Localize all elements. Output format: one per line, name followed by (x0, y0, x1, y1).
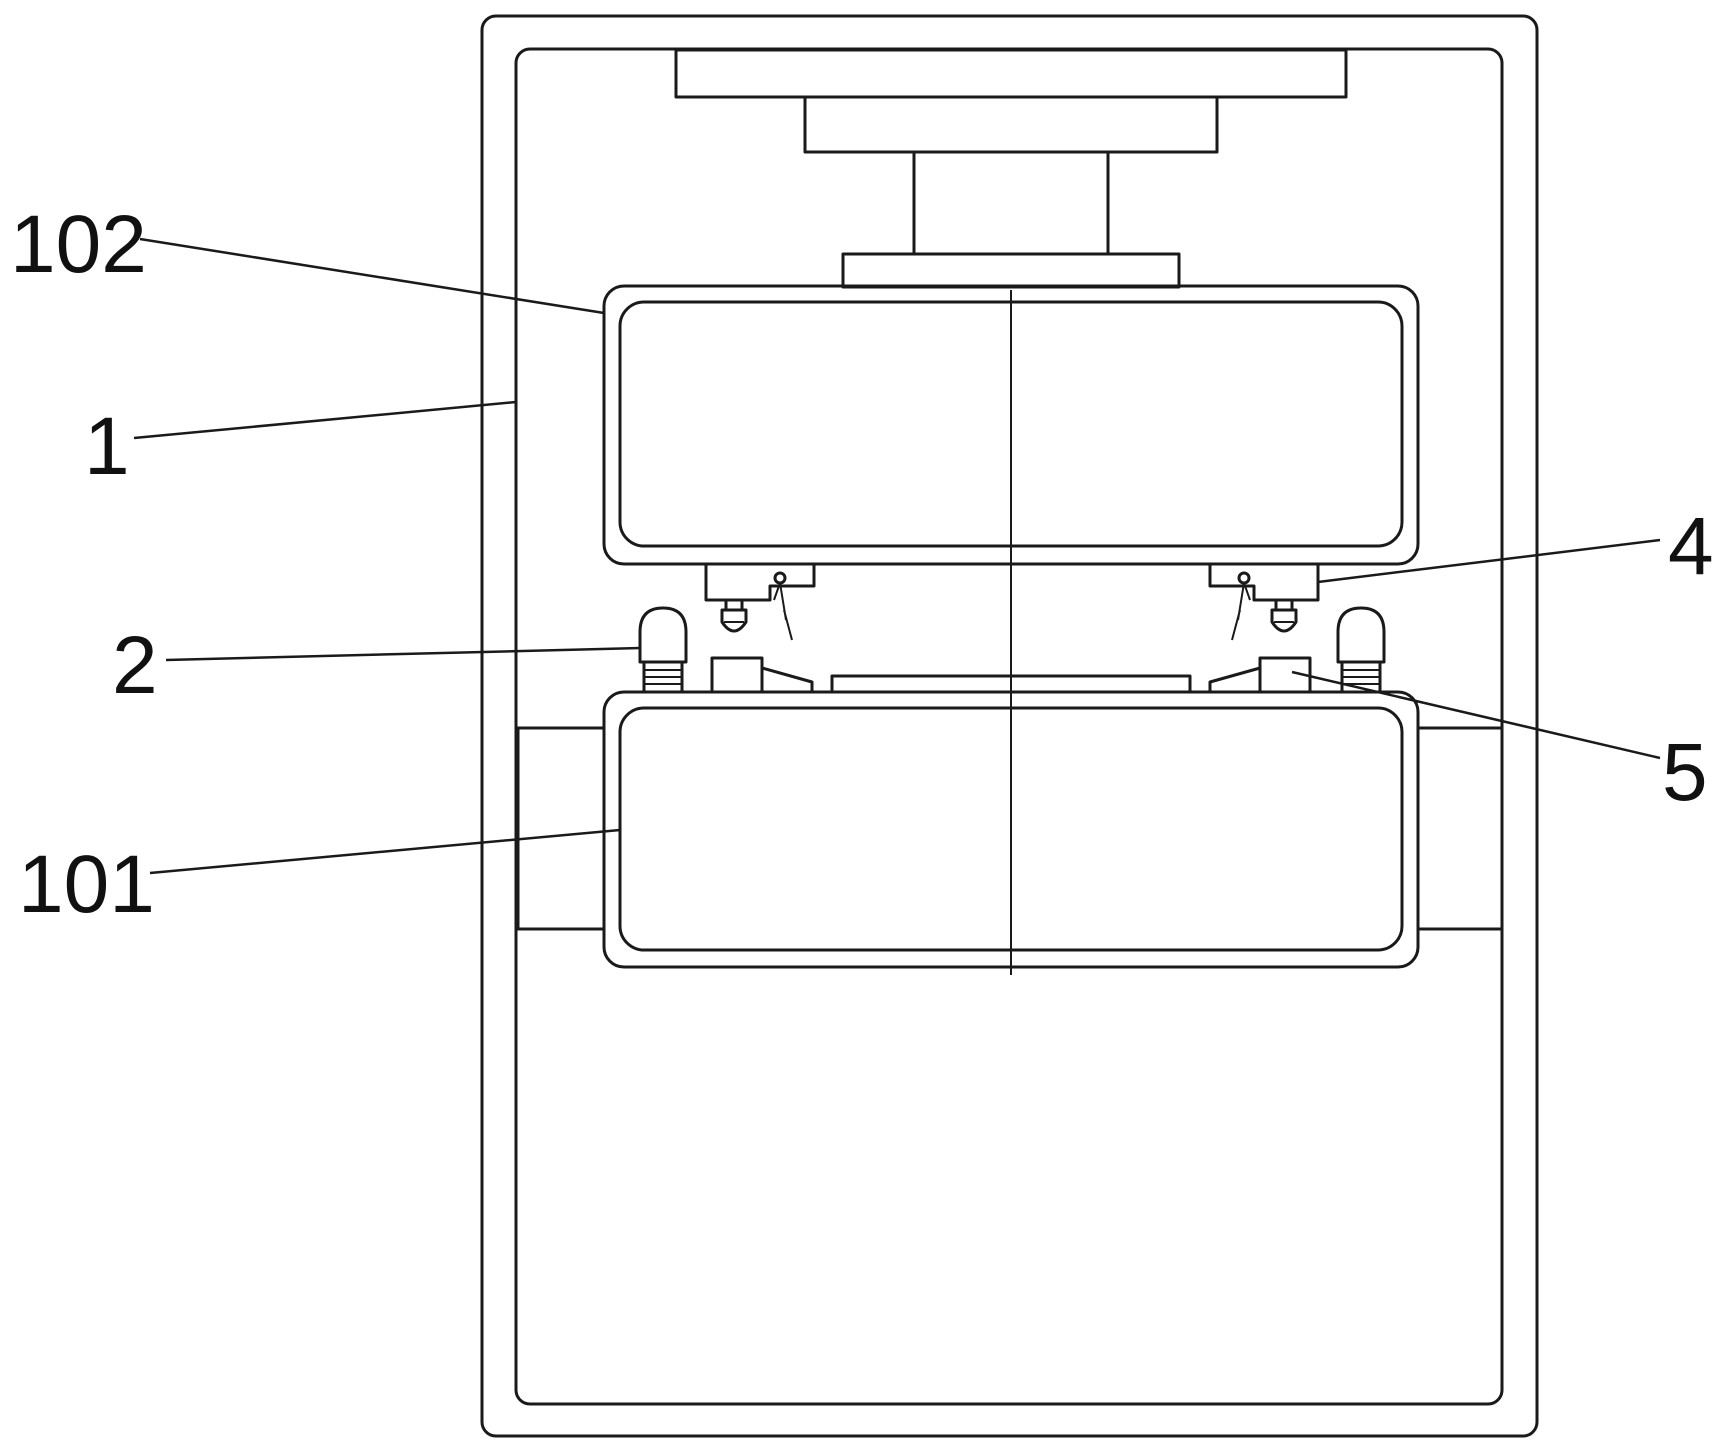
upper-latch-left (706, 563, 814, 640)
spring-stop-right (1338, 608, 1384, 692)
lower-catch-right (1210, 658, 1310, 692)
leader-1 (134, 402, 516, 438)
upper-latch-right (1210, 563, 1318, 640)
label-2: 2 (112, 620, 158, 711)
inner-frame (516, 49, 1502, 1404)
leader-2 (166, 648, 640, 660)
leader-5 (1292, 672, 1660, 758)
label-5: 5 (1662, 727, 1708, 818)
label-4: 4 (1668, 501, 1714, 592)
label-102: 102 (10, 199, 147, 290)
outer-frame (482, 16, 1537, 1436)
label-101: 101 (18, 839, 155, 930)
top-press-assembly (676, 50, 1346, 287)
spring-stop-left (640, 608, 686, 692)
lower-catch-left (712, 658, 812, 692)
label-1: 1 (84, 401, 130, 492)
leader-101 (150, 830, 620, 873)
leader-102 (140, 239, 604, 313)
